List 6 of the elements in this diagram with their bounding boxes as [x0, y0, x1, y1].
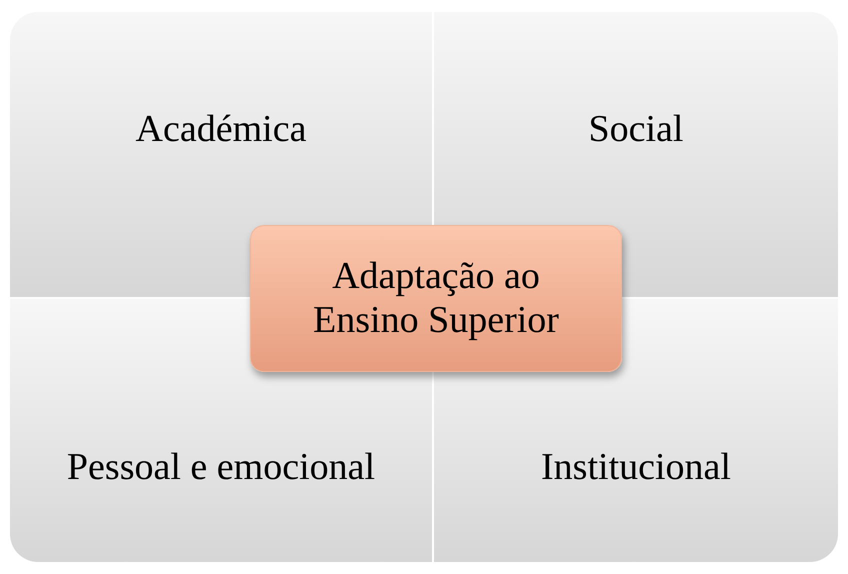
quadrant-label: Institucional [541, 446, 731, 490]
quadrant-label: Pessoal e emocional [66, 446, 376, 490]
center-box [250, 225, 622, 372]
quadrant-label: Académica [136, 108, 306, 152]
quadrant-label: Social [588, 108, 684, 152]
center-label: Adaptação ao Ensino Superior [312, 254, 560, 342]
